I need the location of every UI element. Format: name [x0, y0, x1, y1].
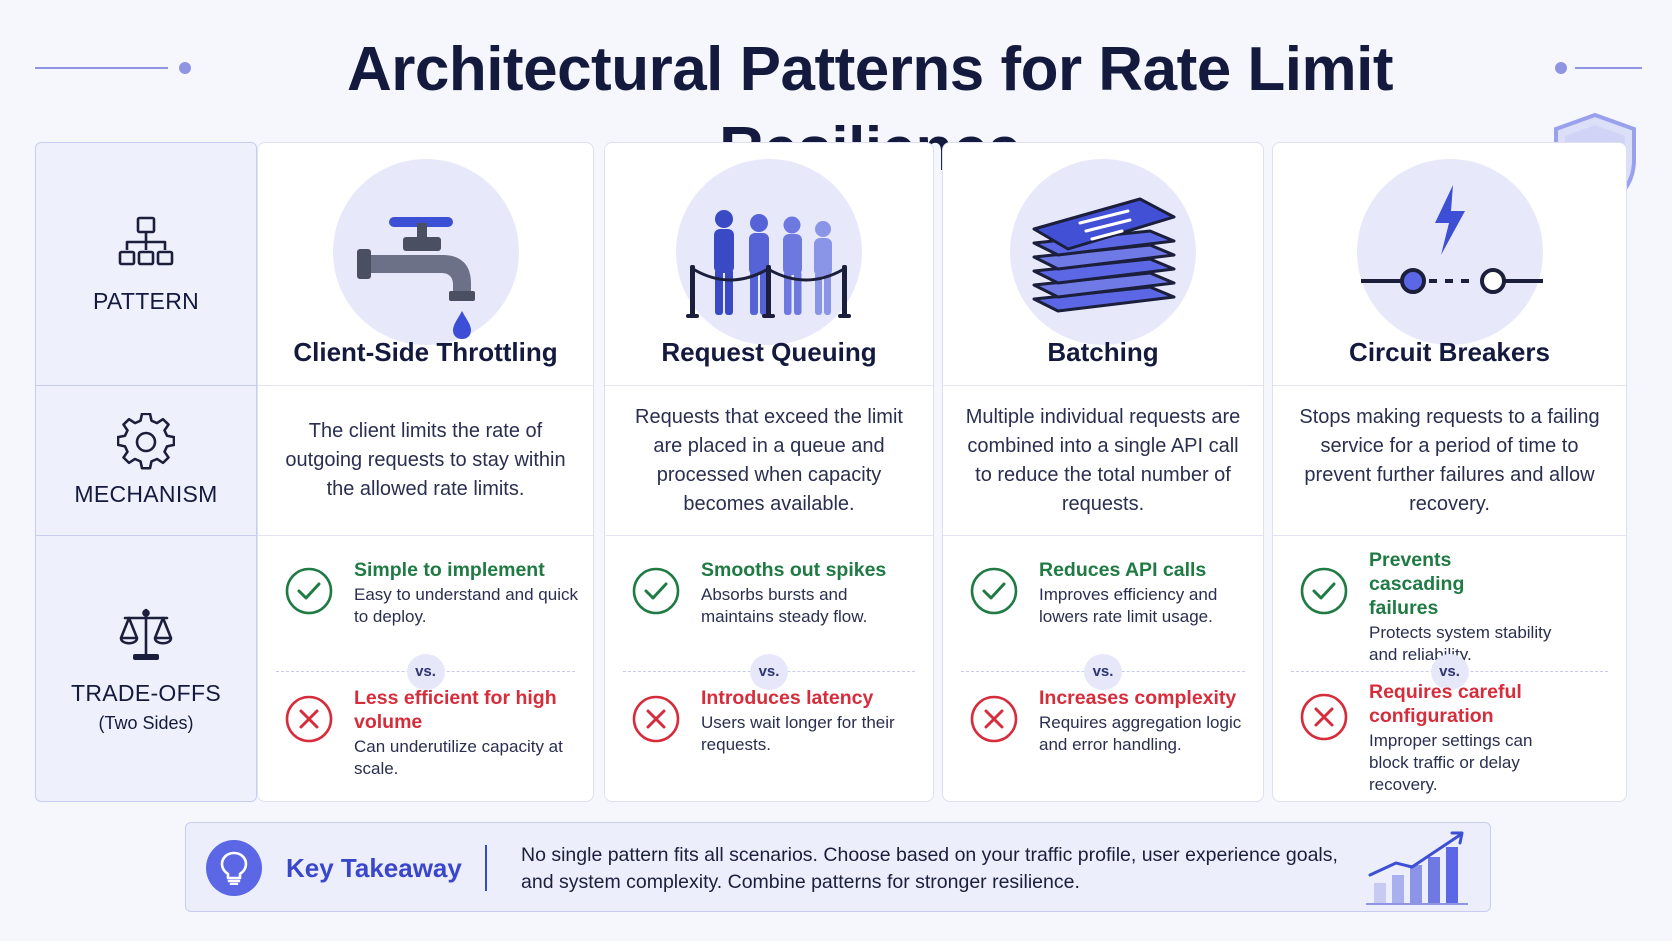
title-divider-right [1575, 67, 1642, 69]
con-item: Introduces latency Users wait longer for… [631, 686, 923, 756]
page-title: Architectural Patterns for Rate Limit Re… [346, 35, 1394, 184]
pro-item: Simple to implement Easy to understand a… [284, 558, 583, 628]
con-title: Increases complexity [1039, 687, 1237, 709]
x-circle-icon [1300, 693, 1348, 741]
vs-badge: vs. [406, 654, 445, 690]
pro-item: Reduces API calls Improves efficiency an… [969, 558, 1253, 628]
pattern-header: Batching [943, 143, 1263, 386]
row-label-mechanism: MECHANISM [36, 386, 256, 536]
title-dot-right [1555, 62, 1567, 74]
pro-item: Smooths out spikes Absorbs bursts and ma… [631, 558, 923, 628]
pattern-column-circuit-breakers: Circuit Breakers Stops making requests t… [1272, 142, 1627, 802]
row-label-column: PATTERN MECHANISM TRADE-OFFS (Two Sides) [35, 142, 257, 802]
pattern-header: Client-Side Throttling [258, 143, 593, 386]
pattern-header: Circuit Breakers [1273, 143, 1626, 386]
takeaway-separator [485, 845, 487, 891]
title-dot-left [179, 62, 191, 74]
row-label-tradeoffs-sub: (Two Sides) [98, 712, 194, 733]
tradeoffs-cell: Simple to implement Easy to understand a… [258, 536, 593, 803]
con-item: Requires careful configuration Improper … [1299, 680, 1616, 796]
people-queue-icon [686, 210, 851, 318]
mechanism-text: Multiple individual requests are combine… [965, 405, 1241, 515]
con-title: Less efficient for high volume [354, 687, 557, 733]
con-item: Less efficient for high volume Can under… [284, 686, 583, 780]
con-title: Requires careful configuration [1369, 681, 1522, 727]
pro-description: Improves efficiency and lowers rate limi… [1039, 585, 1218, 626]
check-circle-icon [1300, 567, 1348, 615]
vs-badge: vs. [750, 654, 788, 690]
row-label-pattern: PATTERN [36, 143, 256, 386]
stacked-documents-icon [1032, 197, 1176, 313]
con-description: Can underutilize capacity at scale. [354, 737, 563, 778]
faucet-icon [356, 217, 475, 339]
hierarchy-icon [118, 216, 174, 265]
pro-title: Smooths out spikes [701, 559, 887, 581]
pattern-column-client-side-throttling: Client-Side Throttling The client limits… [257, 142, 594, 802]
mechanism-cell: Multiple individual requests are combine… [943, 386, 1263, 536]
pattern-title: Request Queuing [661, 337, 877, 367]
tradeoffs-cell: Prevents cascading failures Protects sys… [1273, 536, 1626, 803]
vs-divider: vs. [1291, 654, 1608, 690]
vs-badge: vs. [1430, 654, 1469, 690]
check-circle-icon [970, 567, 1018, 615]
pro-title: Reduces API calls [1039, 559, 1207, 581]
vs-divider: vs. [623, 654, 915, 690]
con-item: Increases complexity Requires aggregatio… [969, 686, 1253, 756]
mechanism-text: Requests that exceed the limit are place… [635, 405, 903, 515]
pro-title: Simple to implement [354, 559, 545, 581]
pattern-title: Client-Side Throttling [293, 337, 558, 367]
tradeoffs-cell: Reduces API calls Improves efficiency an… [943, 536, 1263, 803]
check-circle-icon [285, 567, 333, 615]
title-divider-left [35, 67, 168, 69]
title-row: Architectural Patterns for Rate Limit Re… [0, 30, 1672, 184]
vs-badge: vs. [1084, 654, 1122, 690]
x-circle-icon [970, 695, 1018, 743]
scales-icon [119, 608, 173, 660]
row-label-mechanism-text: MECHANISM [74, 481, 218, 507]
mechanism-text: Stops making requests to a failing servi… [1299, 405, 1600, 515]
mechanism-cell: Stops making requests to a failing servi… [1273, 386, 1626, 536]
takeaway-text: No single pattern fits all scenarios. Ch… [521, 844, 1338, 893]
key-takeaway-panel: Key Takeaway No single pattern fits all … [185, 822, 1491, 912]
row-label-tradeoffs: TRADE-OFFS (Two Sides) [36, 536, 256, 803]
growth-chart-icon [1366, 831, 1468, 905]
con-description: Users wait longer for their requests. [701, 713, 895, 754]
x-circle-icon [285, 695, 333, 743]
pro-title: Prevents cascading failures [1369, 549, 1465, 619]
x-circle-icon [632, 695, 680, 743]
pattern-column-batching: Batching Multiple individual requests ar… [942, 142, 1264, 802]
lightbulb-icon [206, 840, 262, 896]
check-circle-icon [632, 567, 680, 615]
row-label-tradeoffs-text: TRADE-OFFS [71, 679, 221, 706]
pro-description: Absorbs bursts and maintains steady flow… [701, 585, 868, 626]
con-title: Introduces latency [701, 687, 874, 709]
mechanism-text: The client limits the rate of outgoing r… [285, 420, 566, 500]
mechanism-cell: Requests that exceed the limit are place… [605, 386, 933, 536]
illustration-background [1356, 159, 1543, 345]
pattern-title: Circuit Breakers [1349, 337, 1550, 367]
pattern-title: Batching [1047, 337, 1159, 367]
vs-divider: vs. [961, 654, 1245, 690]
pro-description: Easy to understand and quick to deploy. [354, 585, 578, 626]
takeaway-title: Key Takeaway [286, 853, 462, 883]
pattern-header: Request Queuing [605, 143, 933, 386]
pro-item: Prevents cascading failures Protects sys… [1299, 548, 1616, 666]
tradeoffs-cell: Smooths out spikes Absorbs bursts and ma… [605, 536, 933, 803]
con-description: Improper settings can block traffic or d… [1369, 731, 1533, 794]
con-description: Requires aggregation logic and error han… [1039, 713, 1242, 754]
circuit-breaker-icon [1360, 185, 1543, 294]
row-label-pattern-text: PATTERN [92, 287, 200, 314]
gear-icon [117, 413, 175, 470]
pattern-column-request-queuing: Request Queuing Requests that exceed the… [604, 142, 934, 802]
mechanism-cell: The client limits the rate of outgoing r… [258, 386, 593, 536]
vs-divider: vs. [276, 654, 575, 690]
